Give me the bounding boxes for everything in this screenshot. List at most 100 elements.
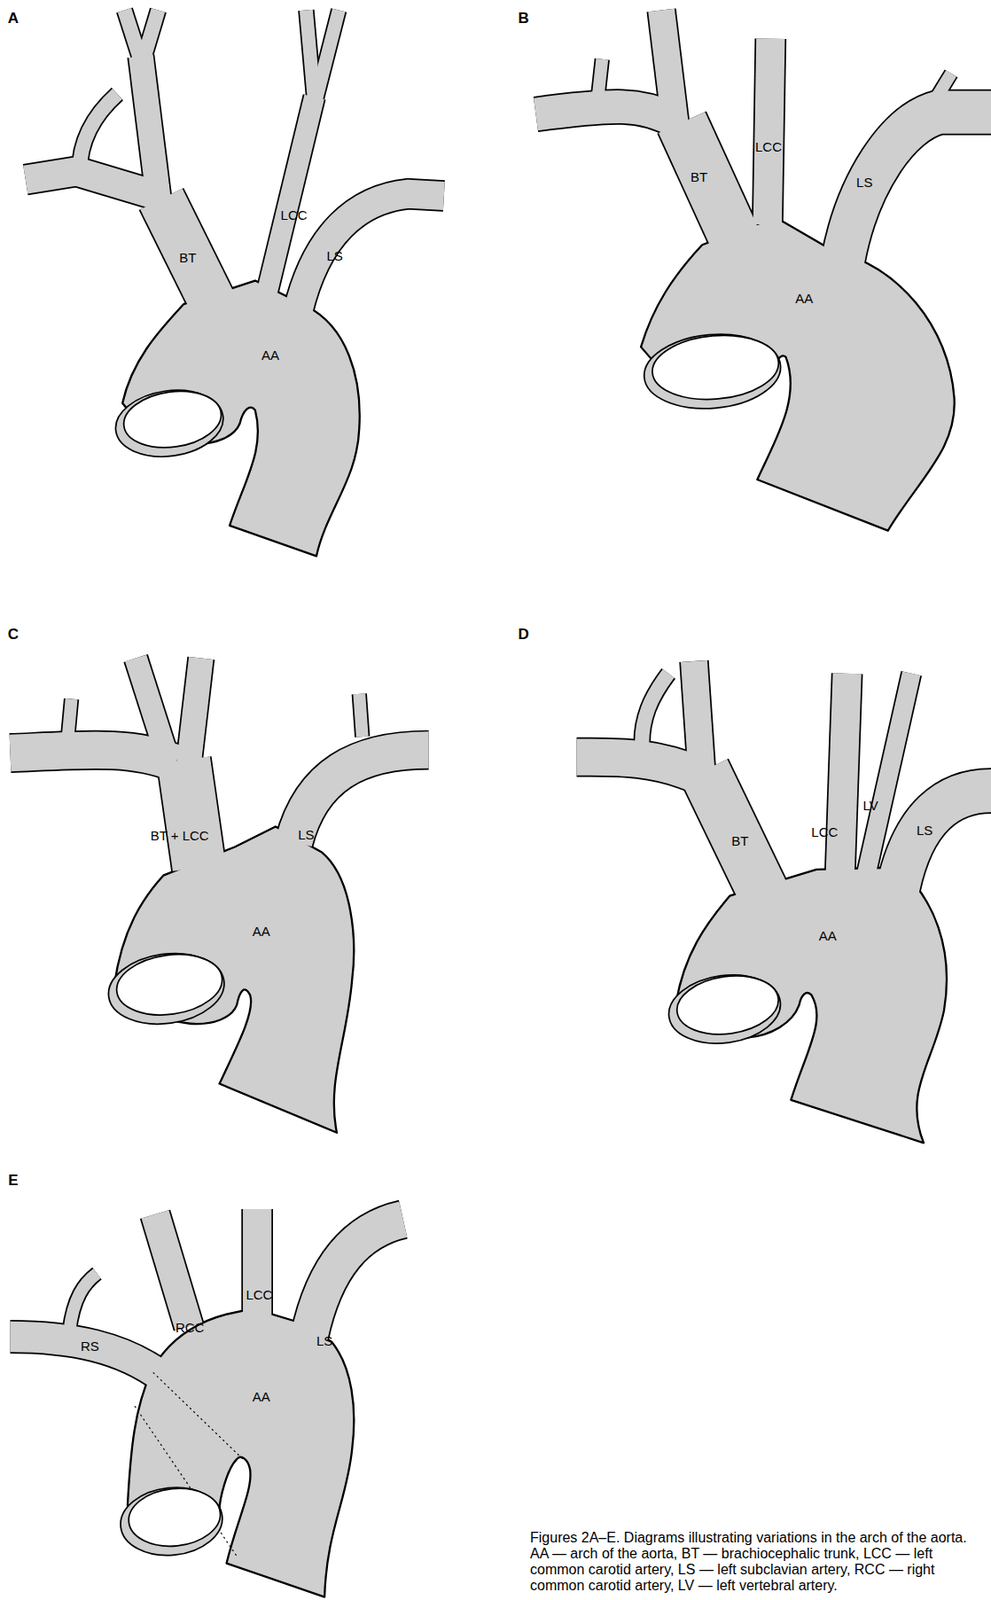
vessel-fill [767, 39, 771, 226]
aorta-rim [117, 1482, 226, 1561]
part-label: RS [80, 1337, 100, 1353]
vessel-fill [294, 749, 430, 843]
panel-letter: C [7, 625, 19, 644]
vessel-outline [840, 673, 848, 878]
vessel-outline [10, 1336, 164, 1378]
part-label: AA [261, 346, 280, 362]
vessel-fill [183, 760, 199, 868]
vessel-fill [67, 699, 72, 743]
vessel-fill [309, 1219, 404, 1337]
vessel-fill [297, 194, 445, 312]
vessel-fill [358, 694, 362, 737]
vessel-outline [155, 1214, 189, 1327]
vessel-fill [597, 59, 603, 106]
part-label: BT [179, 249, 196, 266]
vessel-outline [241, 1209, 274, 1317]
vessel-outline [69, 1273, 97, 1331]
part-label: LCC [811, 824, 838, 840]
aorta-lumen [125, 1483, 224, 1551]
vessel-fill [69, 1273, 97, 1331]
part-label: BT [731, 832, 749, 848]
vessel-outline [315, 10, 339, 103]
vessel-outline [297, 194, 445, 312]
vessel-fill [842, 112, 991, 261]
aorta-lumen [120, 385, 226, 454]
vessel-fill [577, 756, 700, 776]
part-label: AA [252, 1388, 271, 1405]
vessel-fill [535, 106, 678, 123]
panel-letter: A [7, 9, 19, 28]
vessel-outline [577, 756, 700, 776]
part-label: BT + LCC [150, 827, 210, 843]
vessel-outline [294, 749, 430, 843]
panel-b [535, 10, 991, 531]
vessel-outline [358, 694, 362, 737]
vessel-fill [10, 1336, 164, 1378]
vessel-outline [535, 106, 678, 123]
vessel-fill [840, 673, 848, 878]
aorta-lumen [649, 330, 781, 406]
vessel-outline [161, 198, 215, 306]
part-label: RCC [175, 1318, 205, 1335]
hidden-vessel-line [153, 1372, 243, 1460]
vessel-fill [135, 657, 169, 760]
part-label: LS [326, 247, 343, 263]
part-label: LS [856, 173, 873, 189]
vessel-outline [767, 39, 771, 226]
aorta-rim [103, 946, 229, 1032]
aorta-rim [663, 967, 785, 1051]
vessel-outline [897, 790, 991, 888]
part-label: BT [690, 169, 708, 185]
aorta-lumen [672, 969, 782, 1041]
vessel-outline [142, 10, 158, 63]
vessel-fill [681, 122, 737, 243]
vessel-fill [936, 73, 952, 97]
panel-letter: B [518, 9, 530, 28]
vessel-outline [309, 1219, 404, 1337]
vessel-fill [897, 790, 991, 888]
vessel-fill [161, 198, 215, 306]
vessel-outline [183, 760, 199, 868]
vessel-fill [641, 673, 669, 757]
aorta-rim [640, 328, 784, 414]
aorta-rim [111, 383, 228, 464]
panel-e [10, 1209, 404, 1597]
vessel-outline [67, 699, 72, 743]
vessel-fill [10, 749, 177, 764]
part-label: LCC [280, 206, 308, 222]
part-label: LV [863, 797, 879, 813]
part-label: LCC [245, 1286, 273, 1302]
vessel-fill [79, 93, 118, 172]
vessel-fill [142, 10, 158, 63]
vessel-outline [681, 122, 737, 243]
panel-d [577, 661, 991, 1143]
part-label: AA [252, 923, 271, 939]
vessel-fill [140, 55, 160, 204]
part-label: LS [297, 826, 314, 842]
aorta-lumen [112, 947, 227, 1022]
aortic-arch [640, 217, 955, 531]
vessel-fill [155, 1214, 189, 1327]
panel-c [10, 657, 430, 1132]
part-label: LCC [755, 138, 782, 154]
part-label: AA [795, 290, 813, 306]
vessel-outline [597, 59, 603, 106]
panel-letter: E [7, 1171, 18, 1190]
part-label: LS [316, 1332, 333, 1348]
vessel-outline [188, 657, 202, 764]
part-label: AA [819, 927, 837, 943]
panel-letter: D [518, 625, 530, 644]
figure-caption: Figures 2A–E. Diagrams illustrating vari… [530, 1529, 988, 1594]
vessel-fill [703, 770, 764, 893]
vessel-outline [79, 93, 118, 172]
panel-a [25, 10, 445, 557]
vessel-fill [188, 657, 202, 764]
vessel-outline [842, 112, 991, 261]
vessel-fill [315, 10, 339, 103]
part-label: LS [916, 822, 933, 838]
vessel-outline [703, 770, 764, 893]
vessel-outline [10, 749, 177, 764]
